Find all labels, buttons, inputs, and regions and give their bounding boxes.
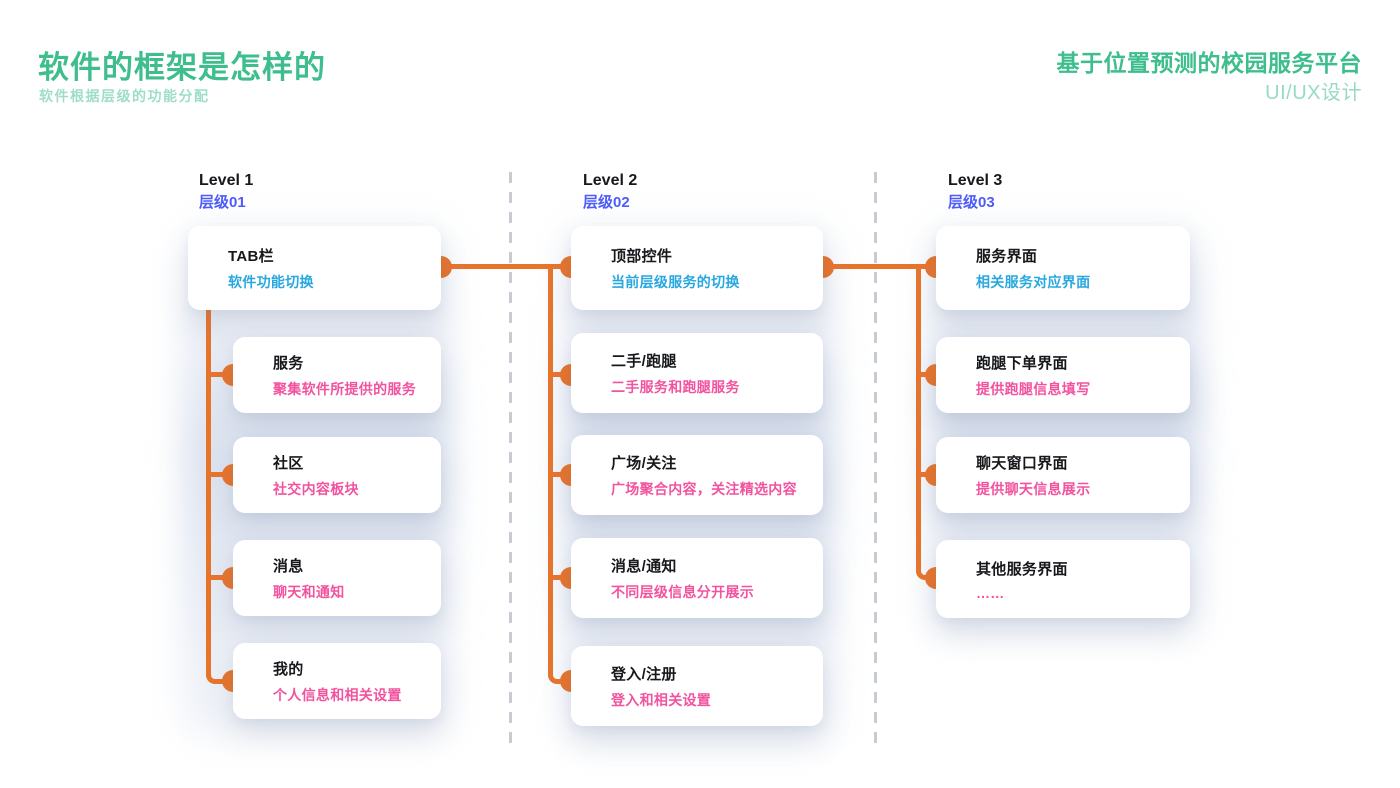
card-community: 社区 社交内容板块 (233, 437, 441, 513)
card-subtitle: 社交内容板块 (273, 480, 359, 497)
connector-col1-stub-1 (206, 372, 233, 377)
card-title: 聊天窗口界面 (976, 454, 1068, 472)
card-secondhand-errand: 二手/跑腿 二手服务和跑腿服务 (571, 333, 823, 413)
card-subtitle: 软件功能切换 (228, 273, 314, 290)
card-title: 消息/通知 (611, 557, 677, 575)
connector-col1-trunk (206, 310, 233, 684)
card-title: 顶部控件 (611, 247, 673, 265)
connector-col2-stub-2 (548, 472, 571, 477)
card-title: 社区 (273, 454, 304, 472)
card-title: 我的 (273, 660, 304, 678)
level-1-label: Level 1 (199, 172, 254, 189)
card-login-register: 登入/注册 登入和相关设置 (571, 646, 823, 726)
level-3-header: Level 3 层级03 (948, 172, 1002, 212)
page-subtitle: 软件根据层级的功能分配 (39, 88, 210, 104)
card-title: 跑腿下单界面 (976, 354, 1068, 372)
project-title: 基于位置预测的校园服务平台 (1056, 50, 1362, 76)
card-profile: 我的 个人信息和相关设置 (233, 643, 441, 719)
card-subtitle: 聊天和通知 (273, 583, 345, 600)
level-3-sublabel: 层级03 (948, 194, 995, 211)
card-title: 二手/跑腿 (611, 352, 677, 370)
card-title: 其他服务界面 (976, 560, 1068, 578)
level-2-header: Level 2 层级02 (583, 172, 637, 212)
level-1-sublabel: 层级01 (199, 194, 246, 211)
card-subtitle: 个人信息和相关设置 (273, 686, 402, 703)
card-messages: 消息 聊天和通知 (233, 540, 441, 616)
card-service-screen: 服务界面 相关服务对应界面 (936, 226, 1190, 310)
card-subtitle: 提供跑腿信息填写 (976, 380, 1091, 397)
card-subtitle: 不同层级信息分开展示 (611, 583, 754, 600)
card-subtitle: 当前层级服务的切换 (611, 273, 740, 290)
connector-level1-level2 (441, 264, 571, 269)
card-top-controls: 顶部控件 当前层级服务的切换 (571, 226, 823, 310)
connector-col1-stub-2 (206, 472, 233, 477)
card-title: 登入/注册 (611, 665, 677, 683)
card-subtitle: 登入和相关设置 (611, 691, 712, 708)
card-services: 服务 聚集软件所提供的服务 (233, 337, 441, 413)
card-subtitle: 相关服务对应界面 (976, 273, 1091, 290)
connector-col3-trunk (916, 266, 936, 580)
level-3-label: Level 3 (948, 172, 1003, 189)
divider-line-2 (874, 172, 877, 744)
card-plaza-follow: 广场/关注 广场聚合内容，关注精选内容 (571, 435, 823, 515)
card-subtitle: 提供聊天信息展示 (976, 480, 1091, 497)
card-title: 消息 (273, 557, 304, 575)
card-title: 服务界面 (976, 247, 1038, 265)
card-title: 广场/关注 (611, 454, 677, 472)
card-subtitle: 聚集软件所提供的服务 (273, 380, 416, 397)
divider-line-1 (509, 172, 512, 744)
card-tab-bar: TAB栏 软件功能切换 (188, 226, 441, 310)
card-errand-order-screen: 跑腿下单界面 提供跑腿信息填写 (936, 337, 1190, 413)
level-1-header: Level 1 层级01 (199, 172, 253, 212)
card-subtitle: …… (976, 584, 1005, 601)
card-subtitle: 广场聚合内容，关注精选内容 (611, 480, 797, 497)
connector-col2-stub-3 (548, 575, 571, 580)
card-title: 服务 (273, 354, 304, 372)
level-2-label: Level 2 (583, 172, 638, 189)
page-title: 软件的框架是怎样的 (38, 50, 326, 85)
connector-col2-stub-1 (548, 372, 571, 377)
card-message-notification: 消息/通知 不同层级信息分开展示 (571, 538, 823, 618)
card-title: TAB栏 (228, 247, 274, 265)
project-subtitle: UI/UX设计 (1265, 82, 1362, 104)
card-chat-window-screen: 聊天窗口界面 提供聊天信息展示 (936, 437, 1190, 513)
card-other-service-screen: 其他服务界面 …… (936, 540, 1190, 618)
connector-col1-stub-3 (206, 575, 233, 580)
connector-level2-level3 (823, 264, 936, 269)
card-subtitle: 二手服务和跑腿服务 (611, 378, 740, 395)
level-2-sublabel: 层级02 (583, 194, 630, 211)
